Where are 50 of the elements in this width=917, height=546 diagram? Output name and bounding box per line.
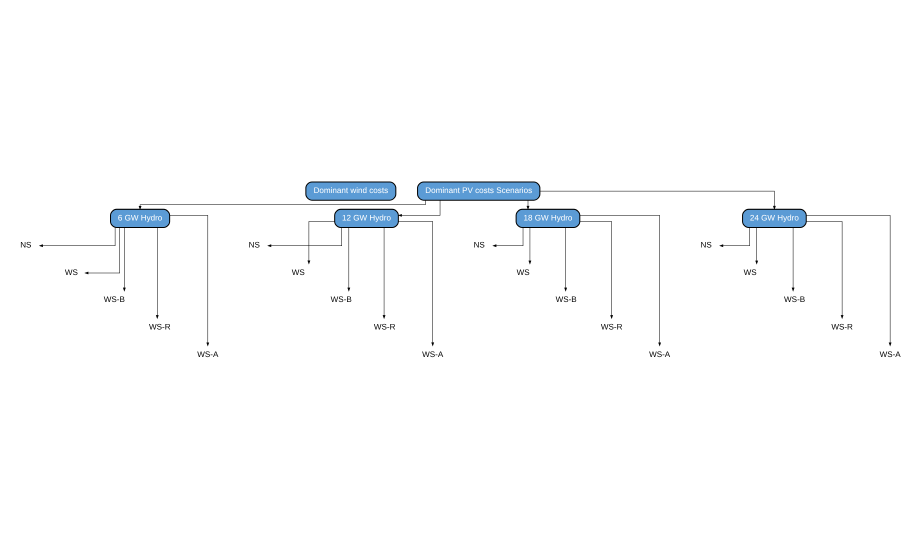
node-text: WS <box>292 268 305 277</box>
node-box: 6 GW Hydro <box>110 208 170 228</box>
node-text: WS-A <box>649 350 670 359</box>
arrow <box>755 227 758 265</box>
arrow <box>170 215 210 346</box>
node-text: WS-A <box>880 350 901 359</box>
arrow <box>398 200 440 217</box>
arrow <box>792 227 795 292</box>
node-text: NS <box>248 240 260 250</box>
node-box: Dominant wind costs <box>305 182 396 201</box>
node-text: NS <box>474 240 485 250</box>
node-box: Dominant PV costs Scenarios <box>417 182 540 201</box>
node-text: WS <box>516 268 530 277</box>
arrow <box>267 227 342 248</box>
arrow <box>580 215 662 346</box>
arrow <box>38 227 116 248</box>
node-text: WS-A <box>422 350 444 359</box>
arrow <box>398 221 434 346</box>
node-box: 12 GW Hydro <box>334 208 399 228</box>
node-text: WS-R <box>374 322 396 332</box>
node-text: WS-B <box>784 295 806 304</box>
arrow <box>347 227 350 292</box>
node-text: WS-R <box>831 322 853 332</box>
arrow <box>492 227 524 248</box>
node-text: WS-B <box>104 295 125 304</box>
arrow <box>138 200 426 210</box>
arrow <box>307 221 335 265</box>
node-text: WS <box>744 268 757 277</box>
node-text: NS <box>700 240 712 250</box>
node-text: WS <box>64 268 78 277</box>
node-text: WS-B <box>556 295 577 304</box>
node-text: WS-R <box>600 322 622 332</box>
arrow <box>806 221 844 320</box>
arrow <box>526 200 530 210</box>
arrow <box>382 227 386 320</box>
arrow <box>564 227 568 292</box>
node-box: 24 GW Hydro <box>742 208 807 228</box>
node-box: 18 GW Hydro <box>516 208 580 228</box>
node-text: WS-B <box>330 295 352 304</box>
arrow <box>719 227 750 248</box>
arrow <box>84 227 120 274</box>
arrow <box>156 227 159 320</box>
arrow <box>528 227 532 265</box>
node-text: WS-A <box>197 350 218 359</box>
arrow <box>580 221 614 320</box>
node-text: NS <box>20 240 32 250</box>
arrow <box>122 227 126 292</box>
arrow <box>806 215 892 346</box>
arrow <box>540 190 776 210</box>
node-text: WS-R <box>149 322 171 332</box>
